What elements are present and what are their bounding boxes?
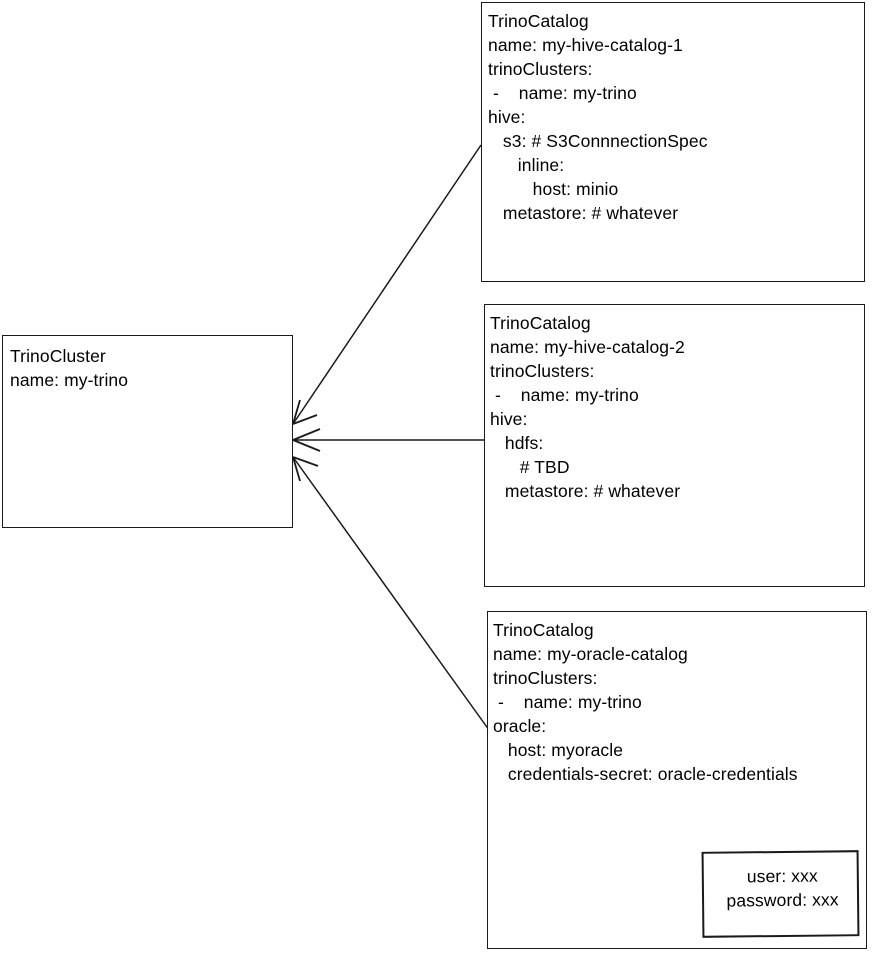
node-trino-catalog-hive-2-text: TrinoCatalog name: my-hive-catalog-2 tri…: [490, 313, 685, 501]
edge-catalog-1-to-cluster: [292, 144, 482, 425]
node-trino-catalog-hive-1[interactable]: TrinoCatalog name: my-hive-catalog-1 tri…: [481, 2, 865, 282]
node-trino-catalog-oracle[interactable]: TrinoCatalog name: my-oracle-catalog tri…: [487, 611, 867, 949]
node-trino-cluster-text: TrinoCluster name: my-trino: [10, 346, 129, 390]
node-trino-catalog-oracle-text: TrinoCatalog name: my-oracle-catalog tri…: [493, 620, 798, 784]
edge-catalog-2-to-cluster: [292, 428, 484, 452]
node-trino-cluster[interactable]: TrinoCluster name: my-trino: [2, 335, 293, 528]
node-trino-catalog-hive-2[interactable]: TrinoCatalog name: my-hive-catalog-2 tri…: [484, 304, 865, 587]
node-oracle-credentials-secret[interactable]: user: xxx password: xxx: [701, 850, 860, 938]
edge-catalog-3-to-cluster: [292, 456, 490, 731]
node-trino-catalog-hive-1-text: TrinoCatalog name: my-hive-catalog-1 tri…: [488, 11, 708, 223]
node-oracle-credentials-secret-text: user: xxx password: xxx: [726, 865, 839, 911]
